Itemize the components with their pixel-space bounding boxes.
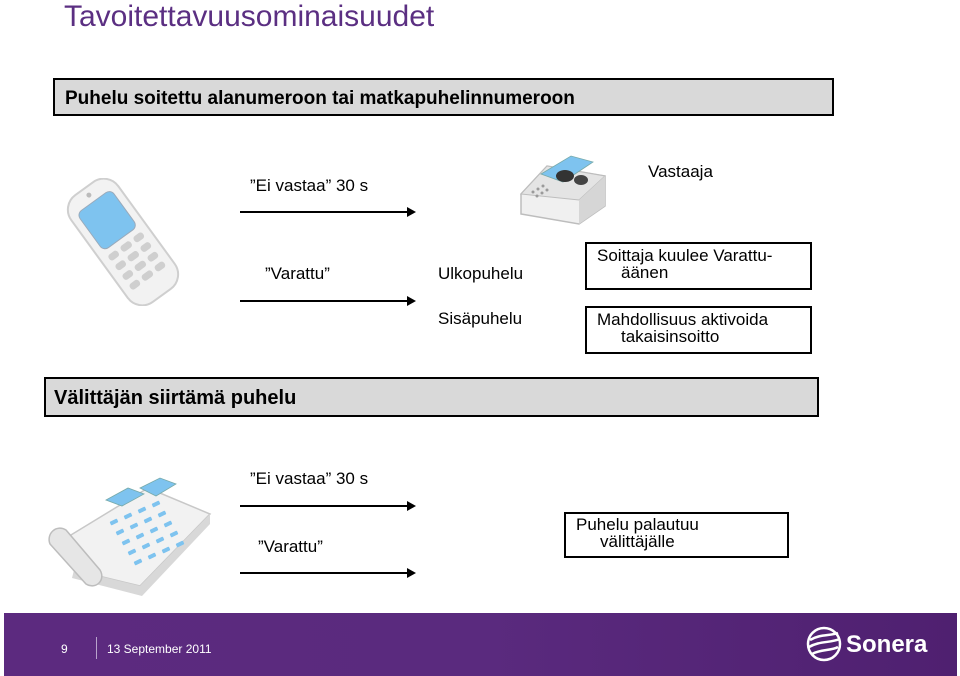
no-answer-arrow xyxy=(240,207,416,217)
callback-line-2: takaisinsoitto xyxy=(621,327,720,346)
busy-tone-line-1: Soittaja kuulee Varattu- xyxy=(597,246,773,265)
callback-line-1: Mahdollisuus aktivoida xyxy=(597,310,769,329)
return-to-operator-box: Puhelu palautuu välittäjälle xyxy=(564,512,789,558)
busy-tone-line-2: äänen xyxy=(621,263,669,282)
internal-call-label: Sisäpuhelu xyxy=(438,309,523,328)
footer-divider xyxy=(96,637,97,659)
return-line-1: Puhelu palautuu xyxy=(576,515,699,534)
mobile-phone-icon xyxy=(66,178,180,306)
brand-name: Sonera xyxy=(846,631,928,658)
no-answer-label: ”Ei vastaa” 30 s xyxy=(250,176,369,195)
operator-busy-label: ”Varattu” xyxy=(258,537,323,556)
callback-box: Mahdollisuus aktivoida takaisinsoitto xyxy=(585,306,812,354)
external-call-label: Ulkopuhelu xyxy=(438,264,524,283)
busy-tone-box: Soittaja kuulee Varattu- äänen xyxy=(585,242,812,290)
operator-busy-arrow xyxy=(240,568,416,578)
busy-arrow xyxy=(240,296,416,306)
page-number: 9 xyxy=(61,642,68,656)
section-heading-mobile: Puhelu soitettu alanumeroon tai matkapuh… xyxy=(53,78,834,116)
operator-no-answer-arrow xyxy=(240,501,416,511)
footer-bar: 9 13 September 2011 Sonera xyxy=(4,613,957,676)
page-title: Tavoitettavuusominaisuudet xyxy=(64,0,435,33)
voicemail-label: Vastaaja xyxy=(648,162,713,181)
operator-no-answer-label: ”Ei vastaa” 30 s xyxy=(250,469,369,488)
section-heading-operator: Välittäjän siirtämä puhelu xyxy=(44,377,819,417)
return-line-2: välittäjälle xyxy=(600,532,675,551)
answering-machine-icon xyxy=(519,155,607,225)
footer-date: 13 September 2011 xyxy=(107,642,212,656)
desk-phone-icon xyxy=(48,477,212,596)
busy-label: ”Varattu” xyxy=(265,264,330,283)
sonera-logo-icon xyxy=(806,626,842,662)
